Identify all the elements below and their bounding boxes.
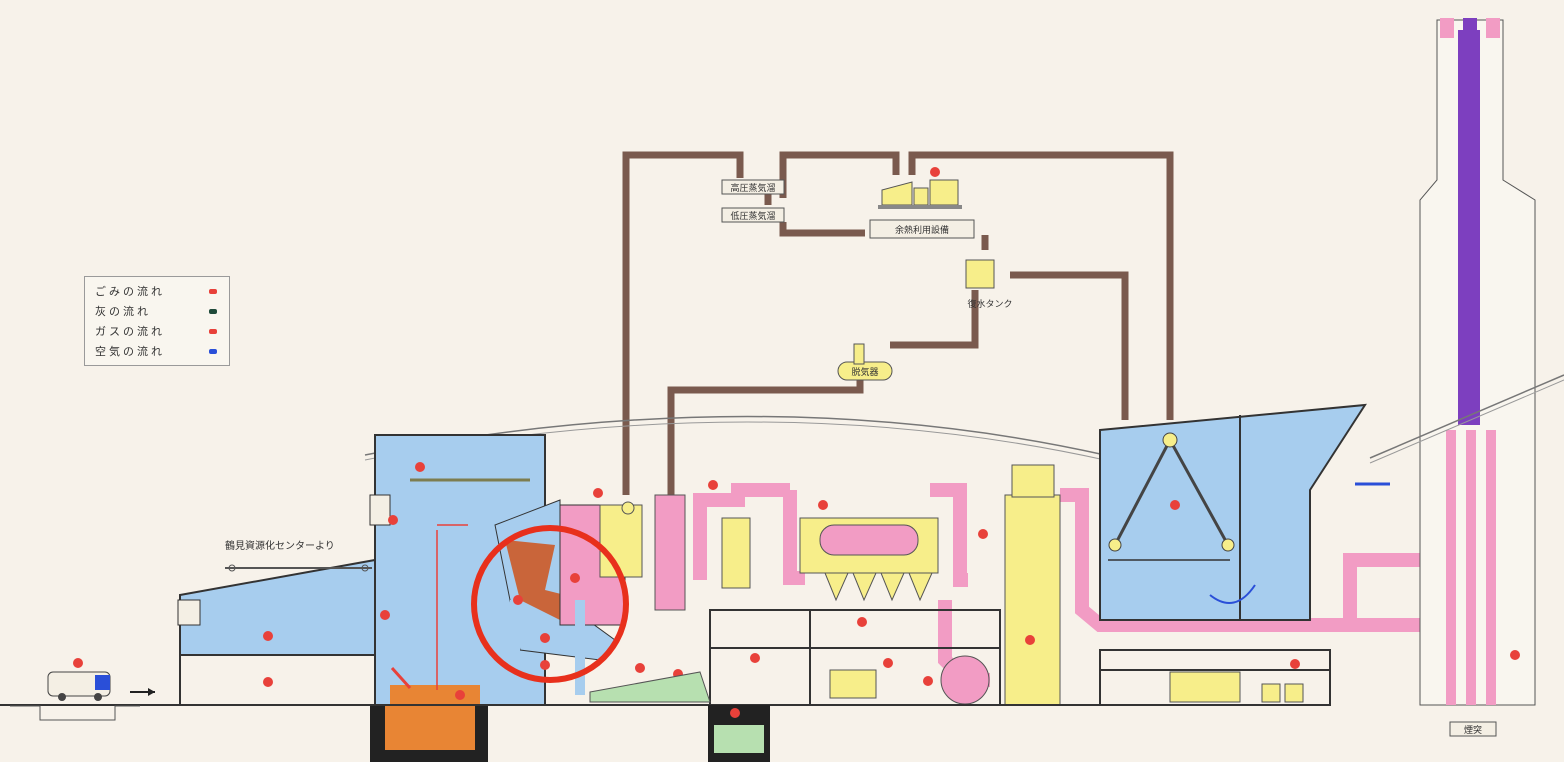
legend-swatch-air (209, 348, 217, 354)
legend-item: 灰の流れ (95, 301, 221, 321)
stack-label: 煙突 (1464, 724, 1482, 736)
chimney: 煙突 (1369, 18, 1564, 737)
induced-draft-fan (940, 655, 990, 705)
deaerator: 脱気器 (837, 343, 893, 381)
waste-heat-label: 余熱利用設備 (895, 224, 949, 236)
highlight-circle (471, 525, 629, 683)
reactor (721, 517, 751, 589)
low-pressure-header-label: 低圧蒸気溜 (730, 210, 775, 222)
legend-swatch-waste (209, 288, 217, 294)
ash-conveyor (589, 669, 1304, 703)
cooling-tank (1099, 403, 1390, 621)
garbage-truck-icon (10, 658, 155, 721)
waste-heat-facility: 余熱利用設備 (869, 219, 975, 239)
legend-label-air: 空気の流れ (95, 345, 165, 358)
waste-bunker (177, 434, 546, 762)
legend-swatch-ash (209, 308, 217, 314)
legend-label-waste: ごみの流れ (95, 285, 165, 298)
legend-label-ash: 灰の流れ (95, 305, 151, 318)
legend-swatch-gas (209, 328, 217, 334)
legend-item: 空気の流れ (95, 341, 221, 361)
high-pressure-header-label: 高圧蒸気溜 (730, 182, 775, 194)
legend-item: ごみの流れ (95, 281, 221, 301)
deaerator-label: 脱気器 (851, 366, 878, 378)
basement (0, 609, 1331, 706)
legend-item: ガスの流れ (95, 321, 221, 341)
low-pressure-header: 低圧蒸気溜 (721, 207, 785, 223)
boiler (593, 480, 718, 611)
bag-filter (799, 500, 939, 602)
turbine-generator (878, 167, 962, 209)
steam-piping (622, 151, 1174, 495)
condensate-tank-label: 復水タンク (967, 298, 1012, 310)
gas-scrubber (1004, 464, 1061, 706)
condensate-tank: 復水タンク (965, 259, 1013, 310)
legend: ごみの流れ 灰の流れ ガスの流れ 空気の流れ (84, 276, 230, 366)
high-pressure-header: 高圧蒸気溜 (721, 179, 785, 195)
from-center-label: 鶴見資源化センターより (225, 539, 335, 552)
legend-label-gas: ガスの流れ (95, 325, 165, 338)
